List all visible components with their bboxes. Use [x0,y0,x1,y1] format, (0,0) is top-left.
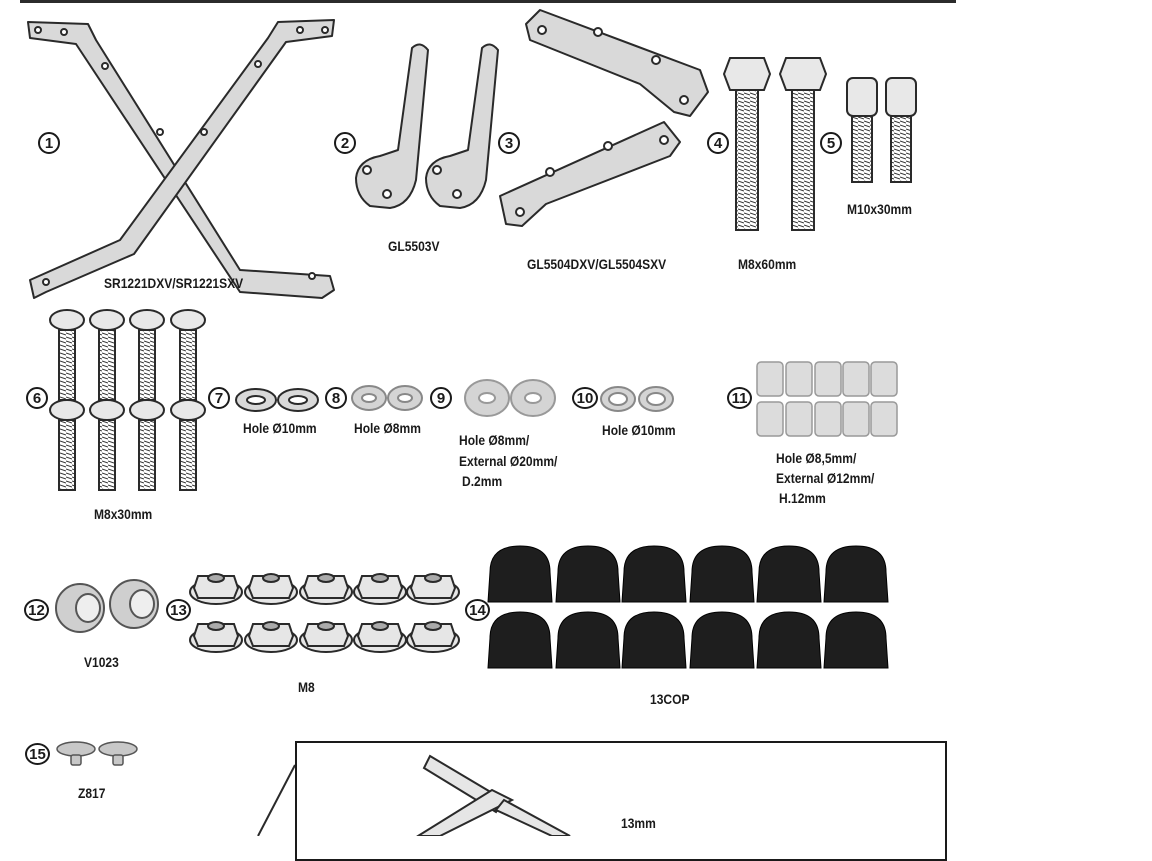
part-number-13: 13 [166,599,191,621]
part-number-6: 6 [26,387,48,409]
clips-part [56,741,138,766]
part-number-3: 3 [498,132,520,154]
part-label-2: GL5503V [388,238,440,254]
part-number-14: 14 [465,599,490,621]
part-label-4: M8x60mm [738,256,797,272]
part-label-10: Hole Ø10mm [602,422,676,438]
t-wrench-illustration [257,754,571,836]
black-caps-part [487,545,889,669]
part-label-11-line1: Hole Ø8,5mm/ [776,450,857,466]
part-label-11-line3: H.12mm [779,490,826,506]
top-rule [20,0,956,3]
part-label-15: Z817 [78,785,106,801]
parts-illustration [27,9,917,836]
spring-washers-part [235,388,319,412]
part-label-5: M10x30mm [847,201,912,217]
part-label-6: M8x30mm [94,506,153,522]
part-number-15: 15 [25,743,50,765]
part-number-12: 12 [24,599,49,621]
x-frame-part [27,19,335,299]
socket-bolts-m10x30-part [846,77,917,183]
bushings-part [55,579,159,633]
flat-washers-8-part [351,385,423,411]
part-number-10: 10 [572,387,598,409]
part-label-11-line2: External Ø12mm/ [776,470,875,486]
large-washers-part [464,379,556,417]
part-number-9: 9 [430,387,452,409]
part-label-3: GL5504DXV/GL5504SXV [527,256,667,272]
part-number-7: 7 [208,387,230,409]
part-number-1: 1 [38,132,60,154]
tool-size-label: 13mm [621,815,656,831]
part-label-7: Hole Ø10mm [243,420,317,436]
part-label-9-line1: Hole Ø8mm/ [459,432,530,448]
part-number-5: 5 [820,132,842,154]
spacers-part [756,361,898,437]
part-label-13: M8 [298,679,315,695]
part-label-8: Hole Ø8mm [354,420,421,436]
part-label-14: 13COP [650,691,690,707]
angled-plates-part [499,9,709,227]
flange-nuts-part [189,573,460,653]
part-label-9-line2: External Ø20mm/ [459,453,558,469]
part-label-1: SR1221DXV/SR1221SXV [104,275,244,291]
tool-box [295,741,947,861]
l-brackets-part [355,43,499,209]
part-label-12: V1023 [84,654,119,670]
part-number-11: 11 [727,387,752,409]
button-bolts-m8x30-part [49,309,206,491]
part-number-8: 8 [325,387,347,409]
hex-bolts-m8x60-part [722,57,828,231]
part-label-9-line3: D.2mm [462,473,503,489]
part-number-4: 4 [707,132,729,154]
flat-washers-10-part [600,386,674,412]
part-number-2: 2 [334,132,356,154]
